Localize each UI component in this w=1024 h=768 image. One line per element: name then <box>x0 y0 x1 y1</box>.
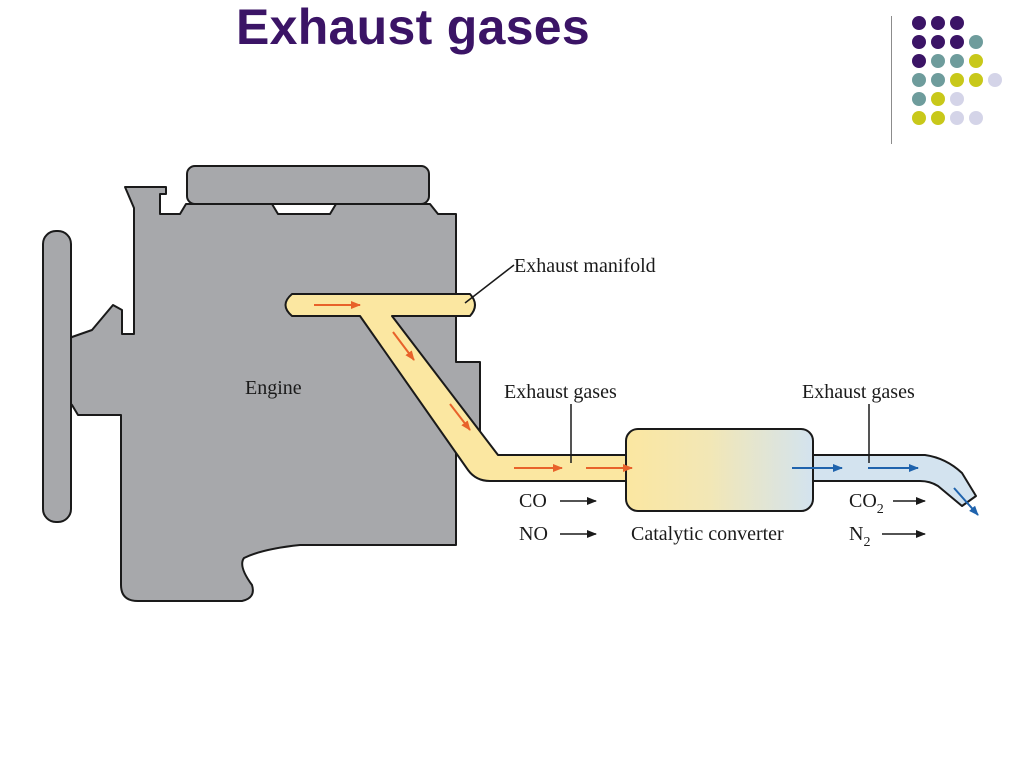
decorative-dot-pattern <box>912 16 1002 125</box>
title-divider <box>891 16 892 144</box>
decorative-dot <box>988 73 1002 87</box>
flow-arrow <box>953 487 979 516</box>
decorative-dot <box>912 35 926 49</box>
decorative-dot <box>950 54 964 68</box>
tailpipe <box>799 454 977 507</box>
engine-block <box>42 165 481 602</box>
decorative-dot <box>969 73 983 87</box>
decorative-dot <box>912 73 926 87</box>
slide-title: Exhaust gases <box>235 0 591 55</box>
converter-label: Catalytic converter <box>631 523 784 545</box>
exhaust-out-label: Exhaust gases <box>802 381 915 403</box>
flywheel <box>42 230 72 523</box>
decorative-dot <box>969 54 983 68</box>
decorative-dot <box>950 16 964 30</box>
decorative-dot <box>931 92 945 106</box>
flow-arrow <box>449 403 471 431</box>
decorative-dot <box>950 111 964 125</box>
leader-lines <box>464 264 870 463</box>
gas-no-label: NO <box>519 523 548 545</box>
manifold-label: Exhaust manifold <box>514 255 656 277</box>
decorative-dot <box>912 16 926 30</box>
cool-flow-arrows <box>792 464 979 516</box>
valve-cover <box>186 165 430 205</box>
decorative-dot <box>950 92 964 106</box>
flow-arrow <box>392 331 415 361</box>
decorative-dot <box>931 54 945 68</box>
decorative-dot <box>950 73 964 87</box>
exhaust-manifold-pipe <box>284 293 641 482</box>
manifold-leader <box>464 264 515 304</box>
decorative-dot <box>950 35 964 49</box>
engine-body <box>57 186 481 602</box>
gas-n2-label: N2 <box>849 523 870 550</box>
gas-co-label: CO <box>519 490 547 512</box>
decorative-dot <box>931 35 945 49</box>
decorative-dot <box>931 73 945 87</box>
decorative-dot <box>969 111 983 125</box>
hot-flow-arrows <box>314 301 633 472</box>
gas-co2-label: CO2 <box>849 490 884 517</box>
decorative-dot <box>931 111 945 125</box>
catalytic-converter <box>625 428 814 512</box>
decorative-dot <box>912 92 926 106</box>
decorative-dot <box>912 111 926 125</box>
exhaust-in-label: Exhaust gases <box>504 381 617 403</box>
decorative-dot <box>912 54 926 68</box>
decorative-dot <box>931 16 945 30</box>
decorative-dot <box>969 35 983 49</box>
engine-label: Engine <box>245 377 302 399</box>
